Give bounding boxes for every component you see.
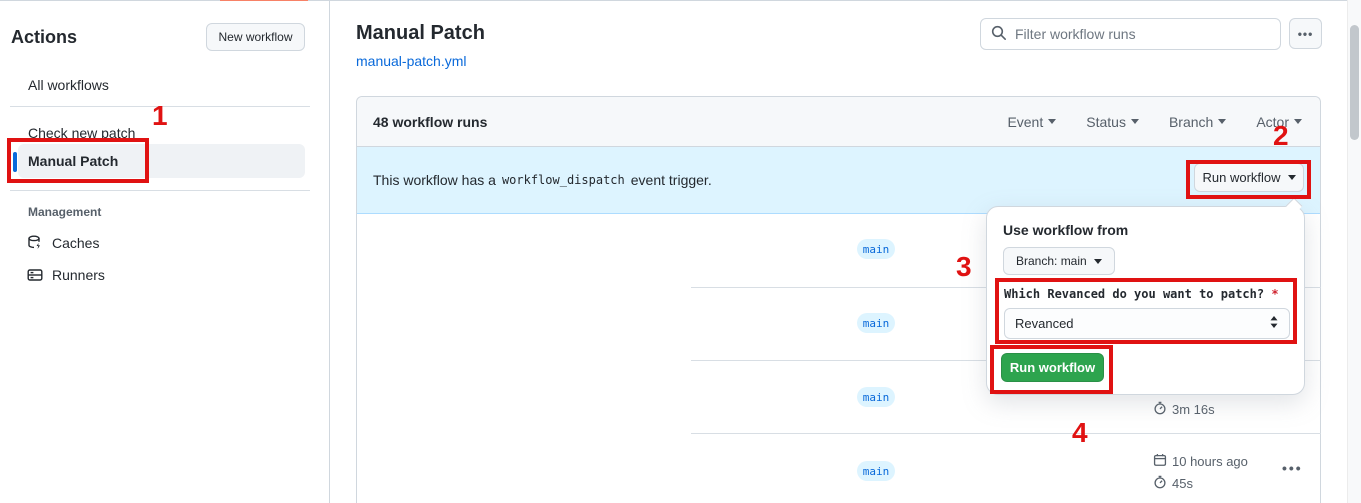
workflow-input-label: Which Revanced do you want to patch? *: [1004, 287, 1279, 301]
filter-workflow-runs-input[interactable]: [1015, 26, 1255, 42]
new-workflow-button[interactable]: New workflow: [206, 23, 305, 51]
annotation-number-3: 3: [956, 251, 972, 282]
run-workflow-dropdown-button[interactable]: Run workflow: [1194, 163, 1304, 192]
branch-badge[interactable]: main: [857, 387, 895, 407]
page-title: Manual Patch: [356, 22, 485, 44]
runners-icon: [27, 267, 43, 283]
banner-text: This workflow has a: [373, 172, 496, 188]
top-border: [0, 0, 1361, 1]
select-arrows-icon: [1269, 315, 1279, 332]
sidebar-item-check-new-patch[interactable]: Check new patch: [28, 125, 136, 141]
chevron-down-icon: [1287, 175, 1296, 180]
filter-event-dropdown[interactable]: Event: [1007, 114, 1057, 130]
sidebar-item-caches[interactable]: Caches: [27, 235, 99, 251]
annotation-number-2: 2: [1273, 120, 1289, 151]
revanced-select[interactable]: Revanced: [1004, 308, 1290, 339]
branch-badge[interactable]: main: [857, 461, 895, 481]
chevron-down-icon: [1218, 119, 1227, 124]
cache-icon: [27, 235, 43, 251]
runs-list-header: 48 workflow runs Event Status Branch Act…: [357, 97, 1320, 147]
run-date: 10 hours ago: [1153, 453, 1248, 470]
workflow-file-link[interactable]: manual-patch.yml: [356, 53, 467, 69]
stopwatch-icon: [1153, 401, 1167, 418]
required-marker: *: [1271, 287, 1279, 301]
sidebar-separator: [10, 106, 310, 107]
actions-sidebar: Actions New workflow All workflows Check…: [0, 1, 330, 503]
run-duration: 3m 16s: [1153, 401, 1215, 418]
banner-code: workflow_dispatch: [501, 173, 625, 187]
stopwatch-icon: [1153, 475, 1167, 492]
annotation-number-1: 1: [152, 100, 168, 131]
management-section-header: Management: [28, 205, 102, 219]
chevron-down-icon: [1093, 258, 1102, 264]
scrollbar-thumb[interactable]: [1350, 25, 1359, 140]
chevron-down-icon: [1294, 119, 1302, 124]
filter-actor-dropdown[interactable]: Actor: [1256, 114, 1302, 130]
sidebar-item-all-workflows[interactable]: All workflows: [28, 77, 109, 93]
run-more-options-button[interactable]: •••: [1282, 460, 1303, 476]
run-workflow-submit-button[interactable]: Run workflow: [1001, 353, 1104, 382]
sidebar-item-manual-patch[interactable]: Manual Patch: [18, 144, 305, 178]
chevron-down-icon: [1130, 119, 1139, 124]
banner-text: event trigger.: [630, 172, 712, 188]
select-value: Revanced: [1015, 316, 1074, 331]
runs-filters: Event Status Branch Actor: [1007, 114, 1302, 130]
filter-branch-dropdown[interactable]: Branch: [1169, 114, 1227, 130]
popover-title: Use workflow from: [1003, 222, 1129, 238]
filter-status-dropdown[interactable]: Status: [1086, 114, 1139, 130]
sidebar-item-runners[interactable]: Runners: [27, 267, 105, 283]
run-workflow-popover: Use workflow from Branch: main Which Rev…: [986, 206, 1305, 395]
calendar-icon: [1153, 453, 1167, 470]
branch-select-button[interactable]: Branch: main: [1003, 247, 1115, 275]
sidebar-item-label: Manual Patch: [28, 153, 119, 169]
sidebar-item-label: Caches: [52, 235, 100, 251]
branch-badge[interactable]: main: [857, 313, 895, 333]
sidebar-separator: [10, 190, 310, 191]
filter-workflow-runs-box: [980, 18, 1281, 50]
row-divider: [691, 433, 1321, 434]
workflow-dispatch-banner: This workflow has a workflow_dispatch ev…: [357, 147, 1320, 214]
branch-badge[interactable]: main: [857, 239, 895, 259]
run-duration: 45s: [1153, 475, 1193, 492]
annotation-number-4: 4: [1072, 417, 1088, 448]
search-icon: [991, 25, 1007, 44]
selected-item-accent-bar: [13, 152, 17, 172]
sidebar-title: Actions: [11, 27, 78, 47]
workflow-runs-count: 48 workflow runs: [373, 113, 488, 130]
scrollbar-track[interactable]: [1347, 0, 1361, 503]
page-more-options-button[interactable]: •••: [1289, 18, 1322, 49]
chevron-down-icon: [1048, 119, 1057, 124]
sidebar-item-label: Runners: [52, 267, 105, 283]
